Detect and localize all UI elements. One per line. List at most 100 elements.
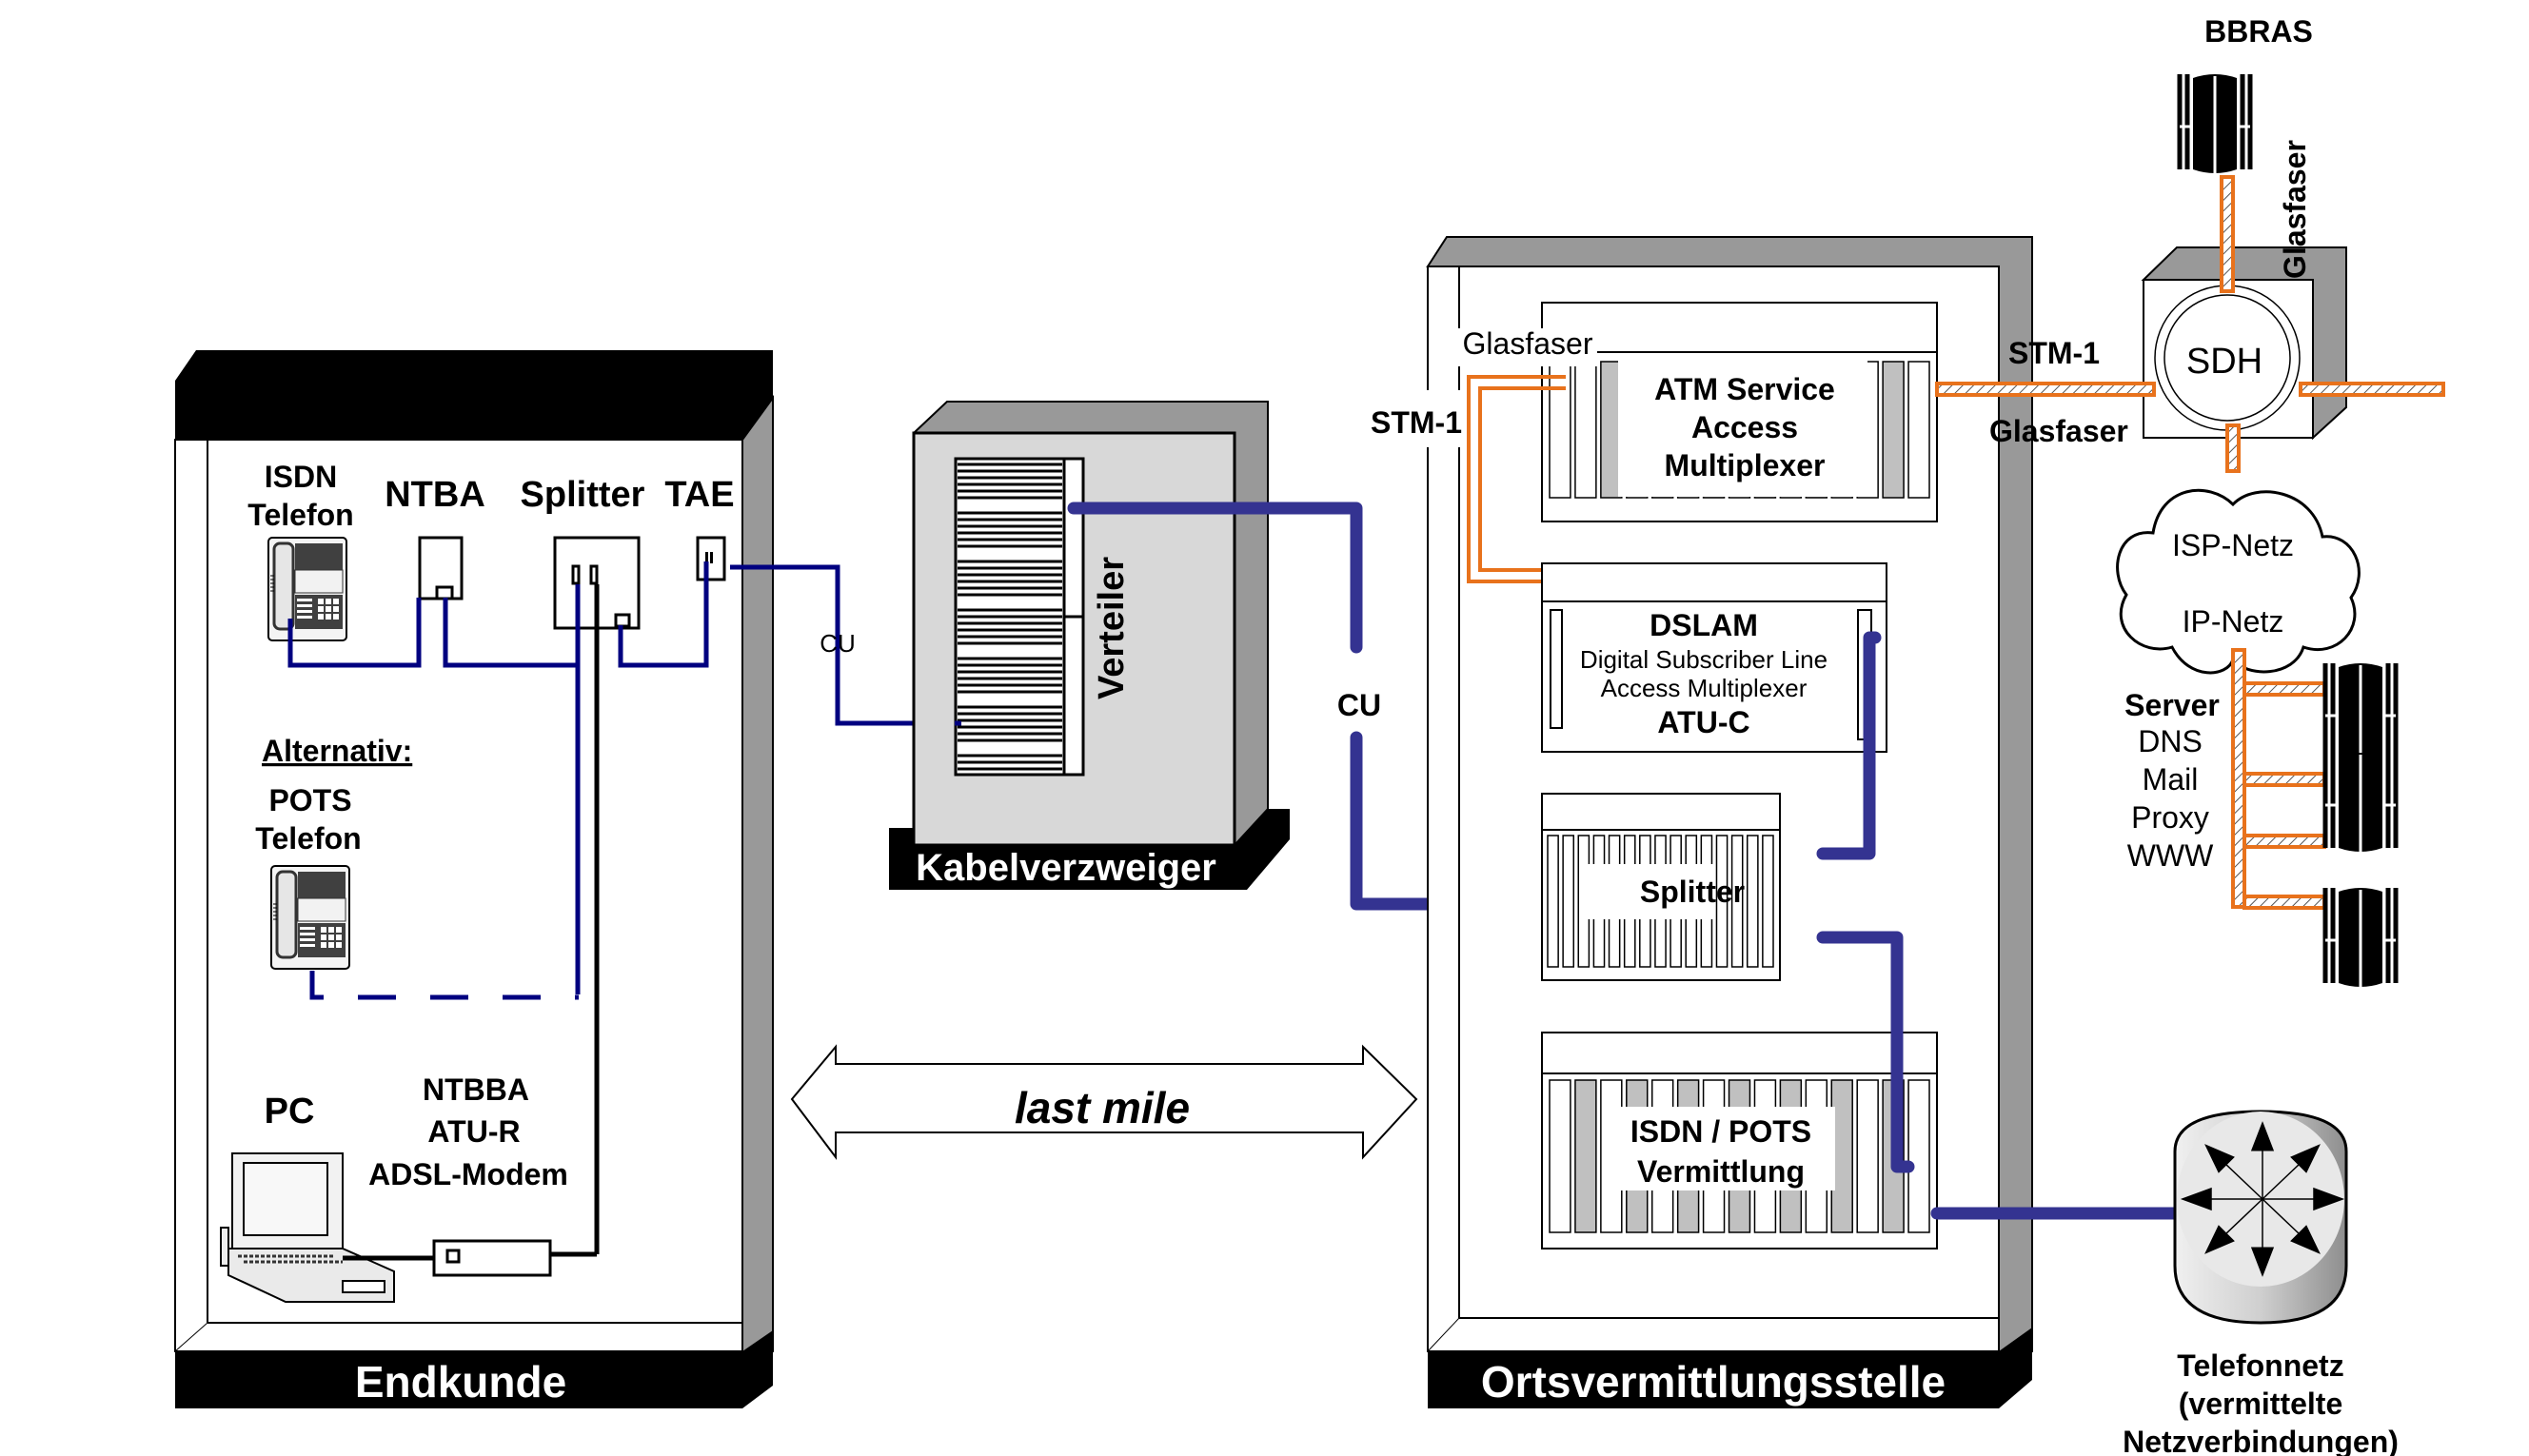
dslam-line-1: Digital Subscriber Line xyxy=(1580,645,1828,674)
arrowhead xyxy=(2180,1187,2212,1211)
arrowhead xyxy=(2313,1187,2345,1211)
bbras-server-icon xyxy=(2180,74,2250,173)
atm-label-3: Multiplexer xyxy=(1665,448,1826,482)
rack-slot xyxy=(1746,835,1759,968)
glasfaser-inner-label: Glasfaser xyxy=(1463,326,1593,361)
endkunde-base xyxy=(175,1330,773,1408)
fiber-server-1 xyxy=(2243,681,2326,697)
rack-slot xyxy=(1547,835,1559,968)
cu-trunk-upper xyxy=(1067,502,1363,654)
splitter-isdn-link xyxy=(1816,931,1915,1173)
kabelverzweiger-label: Kabelverzweiger xyxy=(916,847,1216,889)
ntba-label: NTBA xyxy=(385,475,485,515)
endkunde-label: Endkunde xyxy=(355,1357,566,1407)
server-item: DNS xyxy=(2138,724,2203,758)
fiber-server-3 xyxy=(2243,834,2326,849)
server-icon-1 xyxy=(2325,663,2396,762)
sdh-node: SDH xyxy=(2141,246,2347,441)
fiber-sdh-east xyxy=(2299,382,2445,397)
sdh-label: SDH xyxy=(2186,342,2262,382)
ortsvermittlungsstelle-base xyxy=(1428,1328,2032,1408)
splitter-ovst-label: Splitter xyxy=(1640,875,1745,909)
fiber-atm-sdh xyxy=(1935,382,2156,397)
server-heading: Server xyxy=(2124,688,2220,722)
arrowhead xyxy=(2204,1225,2235,1254)
rack-slot xyxy=(1549,361,1571,499)
fiber-server-2 xyxy=(2243,772,2326,787)
isdn-pots-label-1: ISDN / POTS xyxy=(1630,1114,1811,1149)
server-item: WWW xyxy=(2127,838,2214,873)
isdn-pots-vermittlung: ISDN / POTS Vermittlung xyxy=(1541,1032,1938,1249)
endkunde-roof xyxy=(175,350,773,440)
isdn-phone-label-1: ISDN xyxy=(265,460,337,494)
pots-label-1: POTS xyxy=(268,783,351,817)
verteiler-label: Verteiler xyxy=(1092,557,1132,699)
telefonnetz-label-3: Netzverbindungen) xyxy=(2123,1425,2399,1456)
arrowhead xyxy=(2290,1144,2321,1173)
modem-label-2: ATU-R xyxy=(427,1114,520,1149)
atm-label-1: ATM Service xyxy=(1654,372,1835,406)
ortsvermittlungsstelle-label: Ortsvermittlungsstelle xyxy=(1481,1357,1946,1407)
server-icon-2 xyxy=(2325,753,2396,852)
modem-label-3: ADSL-Modem xyxy=(368,1157,568,1191)
arrowhead xyxy=(2250,1247,2275,1277)
fiber-server-4 xyxy=(2243,895,2326,910)
server-item: Mail xyxy=(2143,762,2199,797)
server-icon-3 xyxy=(2325,888,2396,987)
kabelverzweiger-base xyxy=(889,809,1290,890)
dslam-title: DSLAM xyxy=(1650,608,1758,642)
splitter-ovst: Splitter xyxy=(1541,793,1781,981)
arrowhead xyxy=(2250,1121,2275,1151)
cu-label-large: CU xyxy=(1337,688,1381,722)
isdn-phone-label-2: Telefon xyxy=(247,498,353,532)
rack-slot xyxy=(1562,835,1575,968)
rack-slot xyxy=(1574,1079,1597,1233)
glasfaser-horizontal-label: Glasfaser xyxy=(1989,414,2128,448)
arrowhead xyxy=(2204,1144,2235,1173)
cpe-wiring xyxy=(287,561,980,1257)
pots-label-2: Telefon xyxy=(255,821,361,856)
splitter-cpe-label: Splitter xyxy=(521,475,645,515)
switch-cylinder-icon xyxy=(2173,1110,2348,1325)
stm1-inner-label: STM-1 xyxy=(1371,405,1462,440)
verteiler-terminal-strips xyxy=(958,462,1062,771)
fiber-bbras-sdh xyxy=(2220,175,2235,293)
pots-phone-icon xyxy=(269,864,351,971)
last-mile-arrow: last mile xyxy=(790,1044,1418,1160)
tae-label: TAE xyxy=(664,475,734,515)
isp-netz-label: ISP-Netz xyxy=(2172,528,2294,562)
rack-slot xyxy=(1730,835,1744,968)
rack-slot xyxy=(1549,1079,1571,1233)
pc-label: PC xyxy=(265,1092,315,1131)
endkunde-side-wall xyxy=(741,394,774,1381)
dslam-line-3: ATU-C xyxy=(1657,705,1749,739)
dslam: DSLAM Digital Subscriber Line Access Mul… xyxy=(1541,562,1887,753)
arrowhead xyxy=(2290,1225,2321,1254)
rack-slot xyxy=(1907,361,1930,499)
dslam-line-2: Access Multiplexer xyxy=(1601,674,1808,702)
splitter-dslam-link xyxy=(1816,631,1882,860)
rack-slot xyxy=(1907,1079,1930,1233)
fiber-sdh-isp xyxy=(2225,423,2241,473)
cloud-icon: ISP-Netz IP-Netz xyxy=(2116,488,2361,675)
kabelverzweiger-cabinet: Kabelverzweiger Verteiler xyxy=(889,401,1290,890)
ip-netz-label: IP-Netz xyxy=(2183,604,2284,639)
atm-service-access-multiplexer: ATM Service Access Multiplexer xyxy=(1541,302,1938,522)
rack-slot xyxy=(1762,835,1774,968)
ntba-box-icon xyxy=(418,536,464,600)
wall-socket-icon xyxy=(696,536,726,581)
cu-label-small: CU xyxy=(820,629,856,658)
isdn-pots-label-2: Vermittlung xyxy=(1637,1154,1805,1189)
glasfaser-vertical-label: Glasfaser xyxy=(2278,140,2312,279)
last-mile-label: last mile xyxy=(1015,1083,1190,1132)
laptop-icon xyxy=(220,1152,395,1303)
rack-slot xyxy=(1856,1079,1879,1233)
server-item: Proxy xyxy=(2131,800,2209,835)
alternativ-heading: Alternativ: xyxy=(262,734,412,768)
modem-label-1: NTBBA xyxy=(423,1072,529,1107)
rack-slot xyxy=(1715,835,1729,968)
rack-slot xyxy=(1882,361,1905,499)
atm-label-2: Access xyxy=(1691,410,1798,444)
